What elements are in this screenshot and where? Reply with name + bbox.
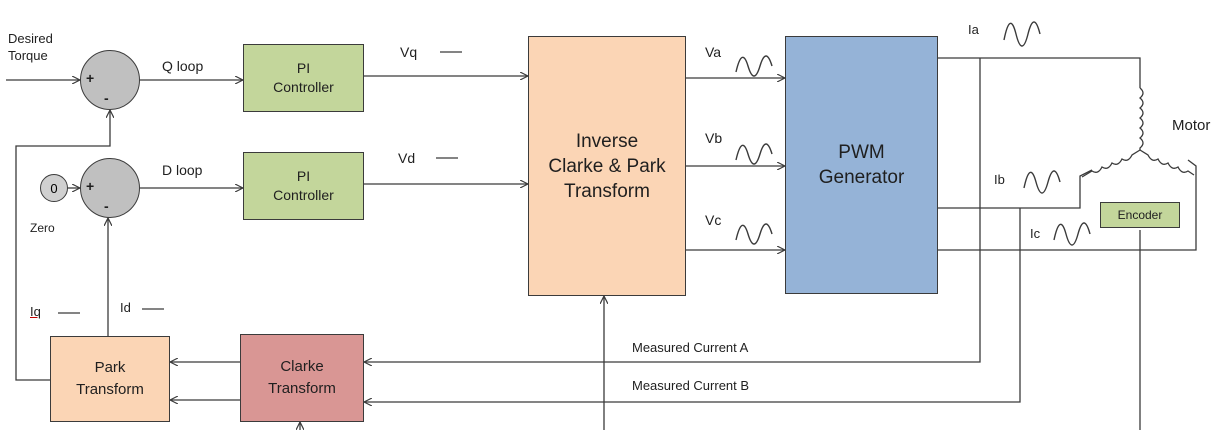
- measured-current-b-label: Measured Current B: [632, 378, 750, 393]
- zero-input: 0: [40, 174, 68, 202]
- zero-label: Zero: [30, 221, 55, 235]
- q-plus-sign: +: [86, 70, 95, 86]
- q-summing-junction: [80, 50, 140, 110]
- iq-label: Iq: [30, 304, 41, 319]
- measured-current-a-label: Measured Current A: [632, 340, 749, 355]
- motor-winding-a: [1138, 87, 1144, 150]
- encoder-block: Encoder: [1100, 202, 1180, 228]
- park-transform-label: Park Transform: [76, 359, 144, 398]
- q-loop-label: Q loop: [162, 58, 204, 74]
- va-sine-icon: [735, 55, 773, 77]
- ib-sine-icon: [1023, 170, 1061, 194]
- phase-b-wire: [938, 169, 1093, 209]
- pi-controller-d: PI Controller: [243, 152, 364, 220]
- ic-label: Ic: [1030, 226, 1041, 241]
- ic-sine-icon: [1053, 222, 1091, 246]
- pwm-generator: PWM Generator: [785, 36, 938, 294]
- encoder-label: Encoder: [1117, 208, 1163, 222]
- pi-controller-d-label: PI Controller: [273, 168, 334, 203]
- clarke-transform-label: Clarke Transform: [268, 358, 336, 397]
- q-minus-sign: -: [104, 90, 109, 106]
- inverse-clarke-park-transform: Inverse Clarke & Park Transform: [528, 36, 686, 296]
- motor-label: Motor: [1172, 117, 1211, 134]
- inverse-transform-label: Inverse Clarke & Park Transform: [548, 130, 666, 202]
- measured-current-a-wire: [364, 58, 981, 362]
- zero-value: 0: [50, 180, 58, 196]
- motor-winding-c: [1139, 149, 1195, 176]
- vb-sine-icon: [735, 143, 773, 165]
- vd-label: Vd: [398, 150, 416, 166]
- ib-label: Ib: [994, 172, 1005, 187]
- pi-controller-q-label: PI Controller: [273, 60, 334, 95]
- park-transform: Park Transform: [50, 336, 170, 422]
- phase-a-wire: [938, 57, 1141, 88]
- ia-sine-icon: [1003, 21, 1041, 47]
- phase-c-wire: [938, 159, 1197, 251]
- pwm-generator-label: PWM Generator: [818, 142, 905, 188]
- id-label: Id: [120, 300, 131, 315]
- motor-winding-b: [1081, 149, 1141, 178]
- vb-label: Vb: [705, 130, 723, 146]
- d-summing-junction: [80, 158, 140, 218]
- vc-sine-icon: [735, 223, 773, 245]
- desired-torque-label: Desired Torque: [8, 31, 53, 63]
- d-loop-label: D loop: [162, 162, 203, 178]
- vq-label: Vq: [400, 44, 418, 60]
- measured-current-b-wire: [364, 208, 1021, 402]
- va-label: Va: [705, 44, 722, 60]
- iq-feedback-wire: [15, 110, 110, 381]
- clarke-transform: Clarke Transform: [240, 334, 364, 422]
- vc-label: Vc: [705, 212, 722, 228]
- pi-controller-q: PI Controller: [243, 44, 364, 112]
- d-minus-sign: -: [104, 198, 109, 214]
- d-plus-sign: +: [86, 178, 95, 194]
- ia-label: Ia: [968, 22, 979, 37]
